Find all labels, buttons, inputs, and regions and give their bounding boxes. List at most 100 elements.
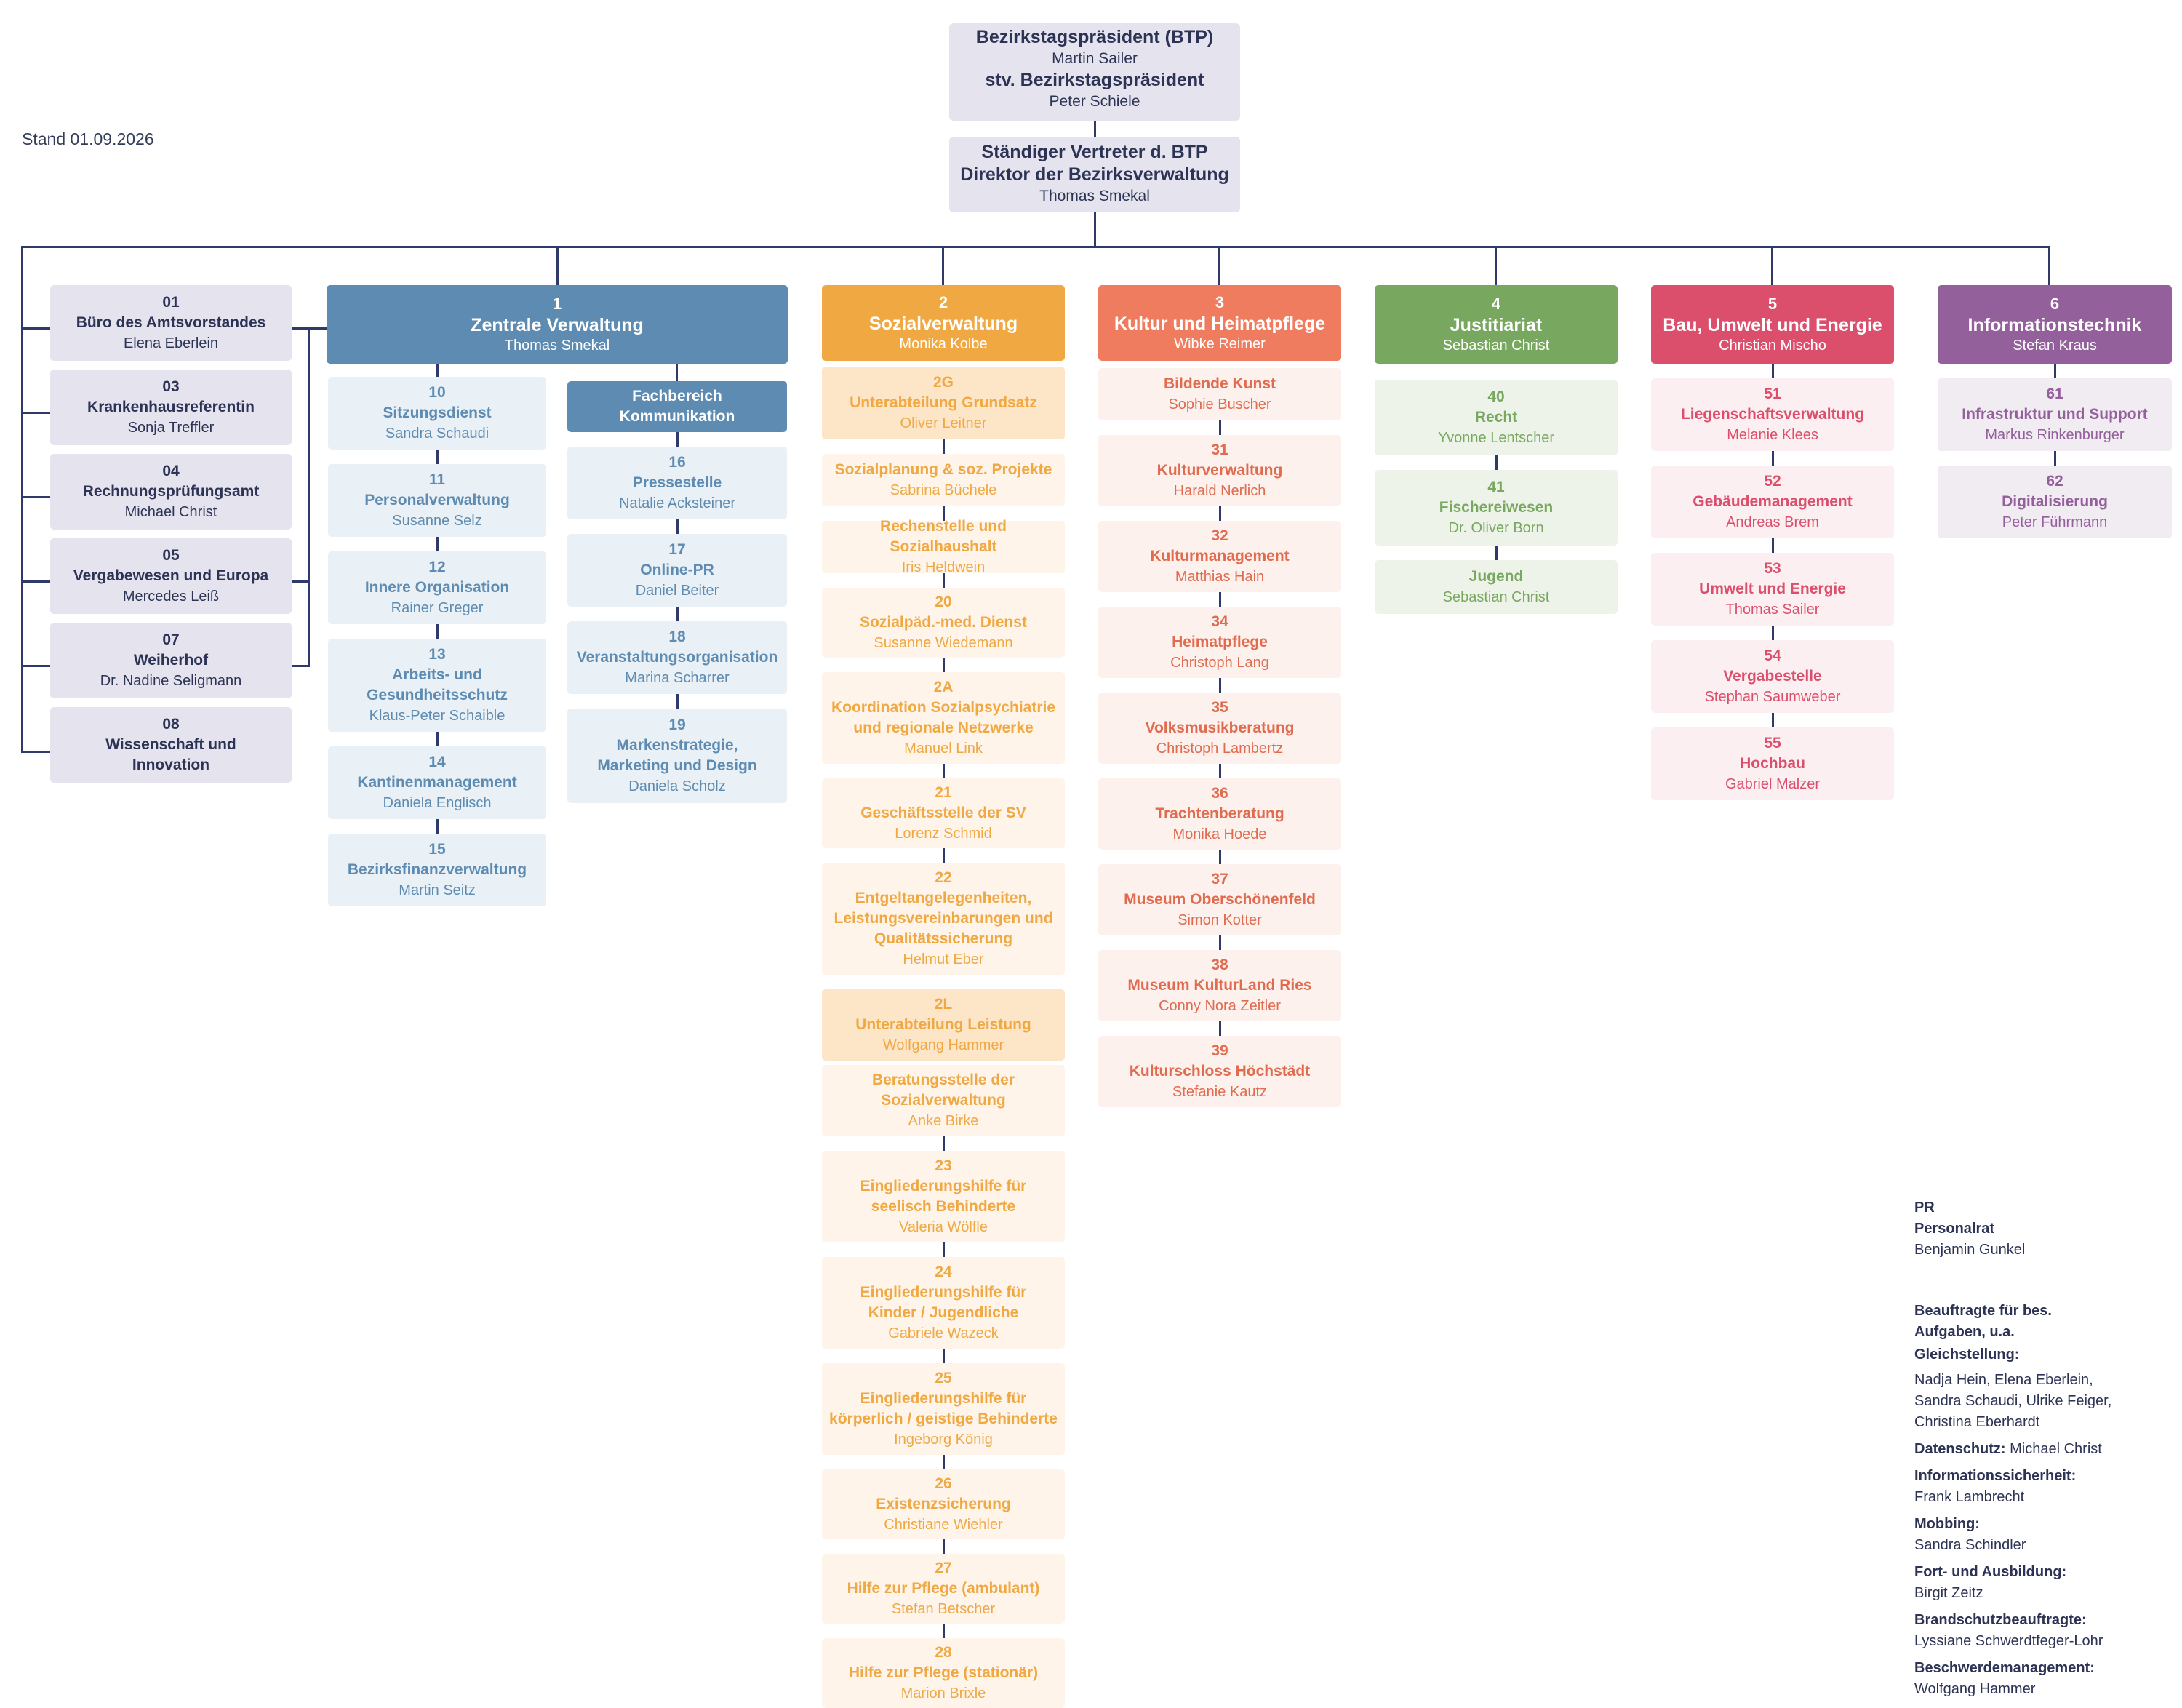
president-name: Martin Sailer (1052, 50, 1138, 67)
beauftragte-value: Birgit Zeitz (1914, 1585, 1983, 1601)
unit-title: Museum KulturLand Ries (1127, 977, 1312, 994)
unit-person: Harald Nerlich (1173, 483, 1266, 499)
beauftragte-item: Beschwerdemanagement: Wolfgang Hammer (1914, 1658, 2133, 1700)
connector-line (942, 1624, 945, 1638)
unit-title: Online-PR (640, 562, 714, 578)
unit-box-13: 13 Arbeits- und Gesundheitsschutz Klaus-… (328, 639, 546, 732)
staff-box-05: 05 Vergabewesen und Europa Mercedes Leiß (50, 538, 292, 614)
unit-person: Elena Eberlein (123, 335, 219, 351)
department-head: Stefan Kraus (2013, 338, 2097, 354)
unit-title: Eingliederungshilfe für körperlich / gei… (829, 1390, 1058, 1427)
department-head: Sebastian Christ (1442, 338, 1550, 354)
department-title: Sozialverwaltung (868, 314, 1018, 334)
unit-person: Daniel Beiter (635, 583, 719, 599)
unit-box-35: 35 Volksmusikberatung Christoph Lambertz (1098, 693, 1341, 764)
department-number: 6 (2050, 295, 2060, 313)
unit-title: Koordination Sozialpsychiatrie und regio… (831, 699, 1056, 736)
unit-title: Umwelt und Energie (1699, 580, 1846, 597)
unit-number: 2L (934, 996, 953, 1013)
connector-line (942, 573, 945, 588)
unit-box-27: 27 Hilfe zur Pflege (ambulant) Stefan Be… (822, 1554, 1065, 1624)
unit-number: 15 (428, 841, 446, 858)
department-4-header: 4 Justitiariat Sebastian Christ (1375, 285, 1618, 364)
beauftragte-value: Lyssiane Schwerdtfeger-Lohr (1914, 1633, 2103, 1649)
unit-box-19: 19 Markenstrategie, Marketing und Design… (567, 709, 787, 803)
connector-line (21, 327, 50, 330)
unit-person: Sandra Schaudi (385, 426, 489, 442)
department-6-header: 6 Informationstechnik Stefan Kraus (1938, 285, 2172, 364)
connector-line (436, 537, 439, 551)
unit-person: Andreas Brem (1726, 514, 1819, 530)
unit-number: 62 (2046, 473, 2063, 490)
unit-number: 04 (162, 463, 180, 479)
director-title-2: Direktor der Bezirksverwaltung (960, 164, 1229, 185)
fachbereich-header: Fachbereich Kommunikation (567, 381, 787, 432)
connector-line (1218, 850, 1221, 864)
connector-line (1495, 246, 1497, 285)
unit-box-2G: 2G Unterabteilung Grundsatz Oliver Leitn… (822, 367, 1065, 439)
department-number: 4 (1491, 295, 1501, 313)
beauftragte-value: Frank Lambrecht (1914, 1489, 2025, 1505)
unit-person: Sophie Buscher (1168, 396, 1271, 412)
unit-box-38: 38 Museum KulturLand Ries Conny Nora Zei… (1098, 950, 1341, 1021)
unit-number: 36 (1211, 785, 1228, 802)
beauftragte-label: Datenschutz: (1914, 1441, 2006, 1457)
unit-title: Trachtenberatung (1155, 805, 1284, 822)
unit-title: Digitalisierung (2002, 493, 2108, 510)
department-head: Monika Kolbe (899, 336, 988, 352)
unit-person: Mercedes Leiß (122, 588, 220, 604)
unit-box-36: 36 Trachtenberatung Monika Hoede (1098, 778, 1341, 850)
department-head: Thomas Smekal (504, 338, 610, 354)
unit-box-12: 12 Innere Organisation Rainer Greger (328, 551, 546, 624)
connector-line (1218, 1021, 1221, 1036)
unit-number: 28 (935, 1644, 952, 1661)
beauftragte-label: Gleichstellung: (1914, 1346, 2020, 1362)
president-title: Bezirkstagspräsident (BTP) (975, 27, 1214, 47)
unit-person: Matthias Hain (1175, 569, 1265, 585)
unit-person: Marina Scharrer (625, 670, 730, 686)
connector-line (942, 658, 945, 672)
unit-person: Sonja Treffler (127, 420, 215, 436)
unit-person: Dr. Nadine Seligmann (100, 673, 242, 689)
unit-person: Gabriel Malzer (1725, 776, 1821, 792)
connector-line (436, 364, 439, 377)
connector-line (676, 364, 678, 381)
unit-person: Ingeborg König (894, 1432, 993, 1448)
unit-box-31: 31 Kulturverwaltung Harald Nerlich (1098, 435, 1341, 506)
connector-line (1218, 764, 1221, 778)
unit-title: Eingliederungshilfe für seelisch Behinde… (860, 1178, 1027, 1215)
unit-box-15: 15 Bezirksfinanzverwaltung Martin Seitz (328, 834, 546, 906)
unit-title: Kulturschloss Höchstädt (1129, 1063, 1311, 1080)
staff-box-03: 03 Krankenhausreferentin Sonja Treffler (50, 370, 292, 445)
unit-title: Eingliederungshilfe für Kinder / Jugendl… (860, 1284, 1027, 1321)
unit-box-2L: 2L Unterabteilung Leistung Wolfgang Hamm… (822, 989, 1065, 1061)
department-2-header: 2 Sozialverwaltung Monika Kolbe (822, 285, 1065, 361)
director-name: Thomas Smekal (1039, 188, 1150, 204)
unit-person: Valeria Wölfle (899, 1219, 988, 1235)
unit-title: Gebäudemanagement (1693, 493, 1853, 510)
connector-line (21, 751, 50, 753)
connector-line (2053, 451, 2056, 466)
unit-title: Hilfe zur Pflege (ambulant) (847, 1580, 1040, 1597)
unit-number: 23 (935, 1157, 952, 1174)
unit-person: Anke Birke (908, 1113, 979, 1129)
unit-box-39: 39 Kulturschloss Höchstädt Stefanie Kaut… (1098, 1036, 1341, 1107)
unit-title: Kantinenmanagement (357, 774, 517, 791)
department-2-column: 2 Sozialverwaltung Monika Kolbe 2G Unter… (822, 285, 1065, 1708)
unit-person: Christoph Lambertz (1156, 741, 1284, 757)
connector-line (436, 819, 439, 834)
connector-line (21, 246, 2050, 248)
unit-box-41: 41 Fischereiwesen Dr. Oliver Born (1375, 470, 1618, 546)
unit-box-53: 53 Umwelt und Energie Thomas Sailer (1651, 553, 1894, 626)
beauftragte-label: Mobbing: (1914, 1516, 1980, 1532)
director-title-1: Ständiger Vertreter d. BTP (981, 142, 1208, 162)
vice-president-name: Peter Schiele (1049, 93, 1140, 110)
unit-box-32: 32 Kulturmanagement Matthias Hain (1098, 521, 1341, 592)
department-head: Christian Mischo (1719, 338, 1826, 354)
unit-box-jugend: Jugend Sebastian Christ (1375, 560, 1618, 614)
connector-line (2048, 246, 2050, 285)
beauftragte-item: Brandschutzbeauftragte: Lyssiane Schwerd… (1914, 1610, 2133, 1652)
connector-line (942, 1455, 945, 1469)
connector-line (942, 439, 945, 454)
unit-person: Sabrina Büchele (890, 482, 997, 498)
